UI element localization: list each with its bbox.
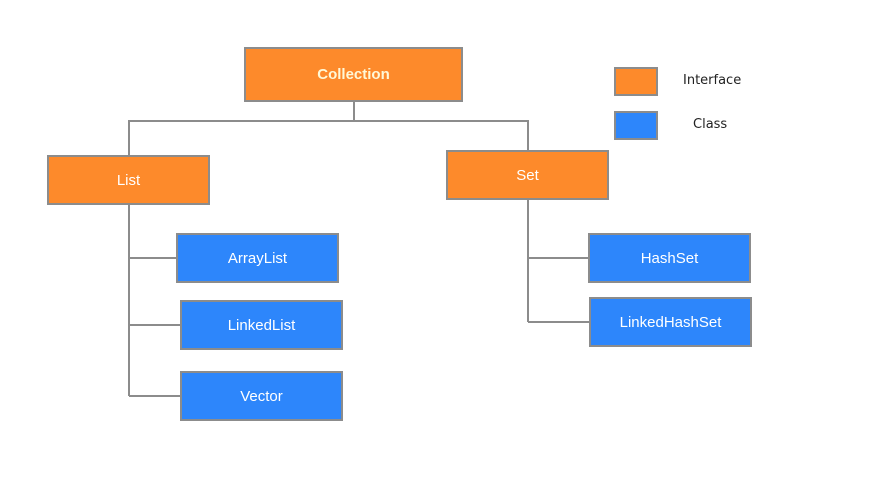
vector-node: Vector xyxy=(180,371,343,421)
legend-class-swatch xyxy=(614,111,658,140)
edge-collection-list-set xyxy=(128,101,529,156)
list-node: List xyxy=(47,155,210,205)
set-node: Set xyxy=(446,150,609,200)
edge-list-children xyxy=(128,204,181,397)
collection-node: Collection xyxy=(244,47,463,102)
linkedhashset-node: LinkedHashSet xyxy=(589,297,752,347)
legend-class-label: Class xyxy=(693,117,728,132)
linkedlist-node: LinkedList xyxy=(180,300,343,350)
legend-interface-label: Interface xyxy=(683,73,742,88)
hashset-node: HashSet xyxy=(588,233,751,283)
arraylist-node: ArrayList xyxy=(176,233,339,283)
legend-interface-swatch xyxy=(614,67,658,96)
edge-set-children xyxy=(527,199,590,323)
